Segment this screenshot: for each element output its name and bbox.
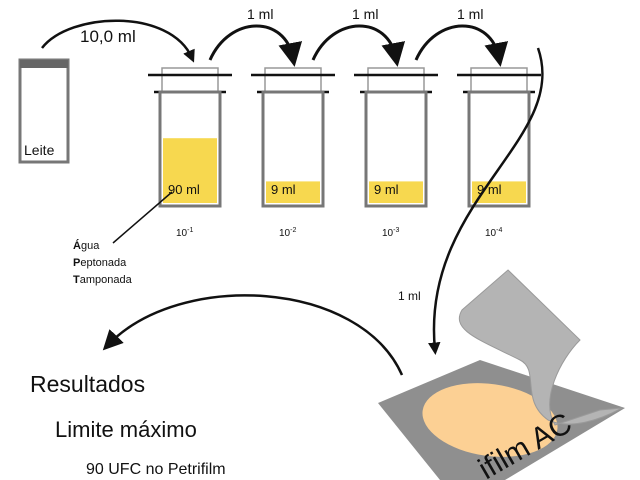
dilution-label: 10-1 [176, 227, 193, 239]
diluent-pointer [112, 191, 173, 244]
tube-volume: 9 ml [271, 182, 296, 197]
tube-cap [161, 67, 219, 93]
tube-liquid [266, 181, 320, 203]
transfer-arrow-2 [208, 24, 303, 67]
dilution-tube: 90 ml 10-1 [148, 67, 232, 239]
milk-container: Leite [18, 58, 70, 164]
results-title: Resultados [30, 371, 145, 397]
results-limit-value: 90 UFC no Petrifilm [86, 461, 226, 478]
tube-volume: 90 ml [168, 182, 200, 197]
results-limit-label: Limite máximo [55, 417, 197, 442]
tube-cap [264, 67, 322, 93]
tube-cap [470, 67, 528, 93]
plate-transfer-label: 1 ml [398, 289, 421, 303]
transfer-label: 1 ml [247, 6, 273, 22]
diluent-line-1: Água [73, 239, 100, 252]
transfer-label: 1 ml [457, 6, 483, 22]
dilution-tube: 9 ml 10-3 [354, 67, 438, 239]
dilution-tube: 9 ml 10-2 [251, 67, 335, 239]
film-cover [459, 269, 623, 426]
diluent-line-2: Peptonada [73, 257, 127, 269]
tube-cap [367, 67, 425, 93]
transfer-arrow-plate [428, 47, 544, 355]
transfer-arrow-3 [311, 24, 406, 67]
tube-volume: 9 ml [374, 182, 399, 197]
transfer-label-milk: 10,0 ml [80, 27, 136, 46]
transfer-arrow-1 [41, 19, 195, 63]
dilution-label: 10-4 [485, 227, 502, 239]
dilution-label: 10-2 [279, 227, 296, 239]
results-arrow [102, 294, 404, 376]
tube-liquid [369, 181, 423, 203]
transfer-arrow-4 [414, 24, 509, 67]
petrifilm-plate: ifilm AC [378, 269, 625, 480]
culture-medium [422, 383, 558, 457]
milk-label: Leite [24, 142, 55, 158]
diluent-line-3: Tamponada [73, 274, 133, 286]
dilution-label: 10-3 [382, 227, 399, 239]
transfer-label: 1 ml [352, 6, 378, 22]
